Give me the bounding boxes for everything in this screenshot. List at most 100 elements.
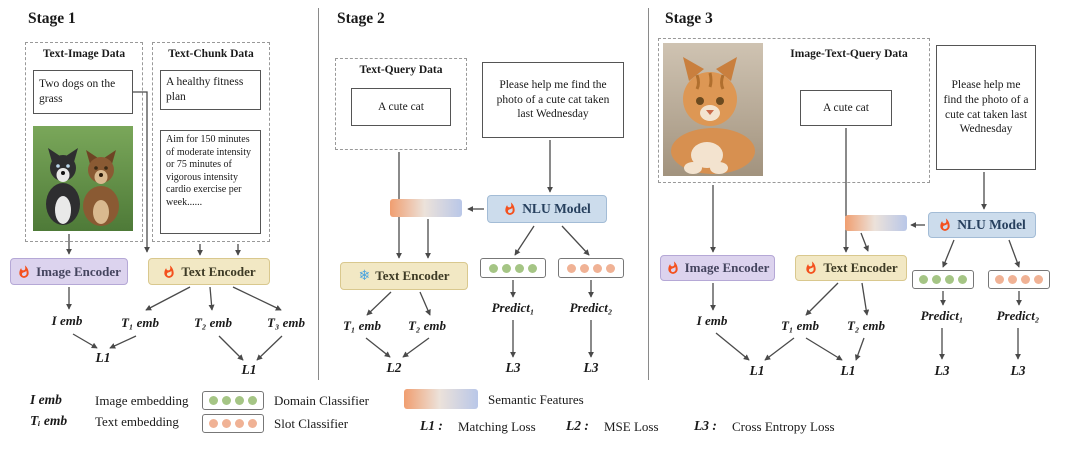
- chunk-short-box: A healthy fitness plan: [160, 70, 261, 110]
- cat-image: [663, 43, 763, 176]
- stage2-t1-emb-label: T₁ emb: [342, 318, 382, 333]
- stage3-predict2-label: Predict₂: [996, 308, 1040, 323]
- stage1-title: Stage 1: [28, 10, 76, 27]
- legend-i-emb-key: I emb: [30, 392, 62, 407]
- stage2-slot-classifier: [558, 258, 624, 278]
- stage3-semantic-features-bar: [845, 215, 907, 231]
- caption-box: Two dogs on the grass: [33, 70, 133, 114]
- legend-t-emb-label: Text embedding: [95, 414, 179, 429]
- text-chunk-data-group: Text-Chunk Data: [152, 42, 270, 242]
- stage2-l3-loss-b: L3: [583, 360, 599, 375]
- stage3-image-encoder: Image Encoder: [660, 255, 775, 281]
- slot-dot: [995, 275, 1004, 284]
- snowflake-icon: ❄: [358, 268, 371, 284]
- stage1-t2-emb-label: T₂ emb: [193, 315, 233, 330]
- stage2-domain-classifier: [480, 258, 546, 278]
- legend-l1-key: L1 :: [420, 418, 443, 433]
- fire-icon: [806, 261, 817, 274]
- stage1-image-encoder: Image Encoder: [10, 258, 128, 285]
- stage3-nlu-model-label: NLU Model: [957, 217, 1026, 232]
- legend-semantic-features-label: Semantic Features: [488, 392, 584, 407]
- legend-semantic-features-swatch: [404, 389, 478, 409]
- stage3-predict1-label: Predict₁: [920, 308, 964, 323]
- fire-icon: [164, 264, 175, 278]
- stage1-t3-emb-label: T₃ emb: [266, 315, 306, 330]
- image-text-query-data-group: [658, 38, 930, 183]
- slot-dot: [580, 263, 589, 273]
- stage1-t1-emb-label: T₁ emb: [120, 315, 160, 330]
- stage1-i-emb-label: I emb: [51, 313, 83, 328]
- stage3-domain-classifier: [912, 270, 974, 289]
- legend-domain-classifier-label: Domain Classifier: [274, 393, 369, 408]
- image-text-query-data-label: Image-Text-Query Data: [790, 48, 908, 60]
- fire-icon: [940, 218, 950, 231]
- stage1-l1-loss-a: L1: [95, 350, 111, 365]
- domain-dot: [945, 275, 954, 284]
- domain-dot: [958, 275, 967, 284]
- stage2-title: Stage 2: [337, 10, 385, 27]
- chunk-long-box: Aim for 150 minutes of moderate intensit…: [160, 130, 261, 234]
- legend-l3-label: Cross Entropy Loss: [732, 419, 835, 434]
- legend-l1-label: Matching Loss: [458, 419, 536, 434]
- legend-i-emb-label: Image embedding: [95, 393, 189, 408]
- stage2-text-encoder-label: Text Encoder: [375, 268, 450, 283]
- domain-dot: [515, 263, 524, 273]
- stage2-nlu-model: NLU Model: [487, 195, 607, 223]
- slot-dot: [567, 263, 576, 273]
- fire-icon: [667, 261, 678, 274]
- stage3-request-box: Please help me find the photo of a cute …: [936, 45, 1036, 170]
- stage1-l1-loss-b: L1: [241, 362, 257, 377]
- domain-dot: [222, 396, 231, 405]
- text-image-data-label: Text-Image Data: [42, 48, 126, 60]
- stage2-l2-loss: L2: [386, 360, 402, 375]
- domain-dot: [932, 275, 941, 284]
- stage3-text-encoder: Text Encoder: [795, 255, 907, 281]
- domain-dot: [235, 396, 244, 405]
- stage3-nlu-model: NLU Model: [928, 212, 1036, 238]
- stage2-t2-emb-label: T₂ emb: [407, 318, 447, 333]
- stage2-query-box: A cute cat: [351, 88, 451, 126]
- slot-dot: [593, 263, 602, 273]
- stage1-image-encoder-label: Image Encoder: [36, 263, 121, 279]
- legend-slot-classifier-label: Slot Classifier: [274, 416, 349, 431]
- text-chunk-data-label: Text-Chunk Data: [168, 48, 254, 60]
- stage-divider-1: [318, 8, 319, 380]
- stage3-i-emb-label: I emb: [696, 313, 728, 328]
- stage2-text-encoder: ❄ Text Encoder: [340, 262, 468, 290]
- stage1-text-encoder-label: Text Encoder: [181, 263, 256, 279]
- stage3-l1-loss-b: L1: [840, 363, 856, 378]
- stage3-slot-classifier: [988, 270, 1050, 289]
- domain-dot: [209, 396, 218, 405]
- stage2-predict1-label: Predict₁: [491, 300, 535, 315]
- stage3-t2-emb-label: T₂ emb: [846, 318, 886, 333]
- stage3-query-box: A cute cat: [800, 90, 892, 126]
- fire-icon: [19, 264, 29, 278]
- legend-l3-key: L3 :: [694, 418, 717, 433]
- fire-icon: [505, 202, 515, 215]
- stage2-semantic-features-bar: [390, 199, 462, 217]
- stage3-title: Stage 3: [665, 10, 713, 27]
- legend-domain-classifier-swatch: [202, 391, 264, 410]
- slot-dot: [1021, 275, 1030, 284]
- stage3-l3-loss-a: L3: [934, 363, 950, 378]
- stage2-predict2-label: Predict₂: [569, 300, 613, 315]
- slot-dot: [235, 419, 244, 428]
- stage3-t1-emb-label: T₁ emb: [780, 318, 820, 333]
- slot-dot: [606, 263, 615, 273]
- stage-divider-2: [648, 8, 649, 380]
- legend-l2-label: MSE Loss: [604, 419, 659, 434]
- slot-dot: [1034, 275, 1043, 284]
- legend-t-emb-key: Tᵢ emb: [30, 413, 68, 428]
- stage1-text-encoder: Text Encoder: [148, 258, 270, 285]
- text-query-data-group: Text-Query Data: [335, 58, 467, 150]
- stage2-request-box: Please help me find the photo of a cute …: [482, 62, 624, 138]
- domain-dot: [919, 275, 928, 284]
- two-dogs-image: [33, 126, 133, 231]
- stage3-text-encoder-label: Text Encoder: [823, 260, 898, 275]
- slot-dot: [222, 419, 231, 428]
- legend-l2-key: L2 :: [566, 418, 589, 433]
- domain-dot: [502, 263, 511, 273]
- stage3-image-encoder-label: Image Encoder: [684, 260, 770, 275]
- slot-dot: [1008, 275, 1017, 284]
